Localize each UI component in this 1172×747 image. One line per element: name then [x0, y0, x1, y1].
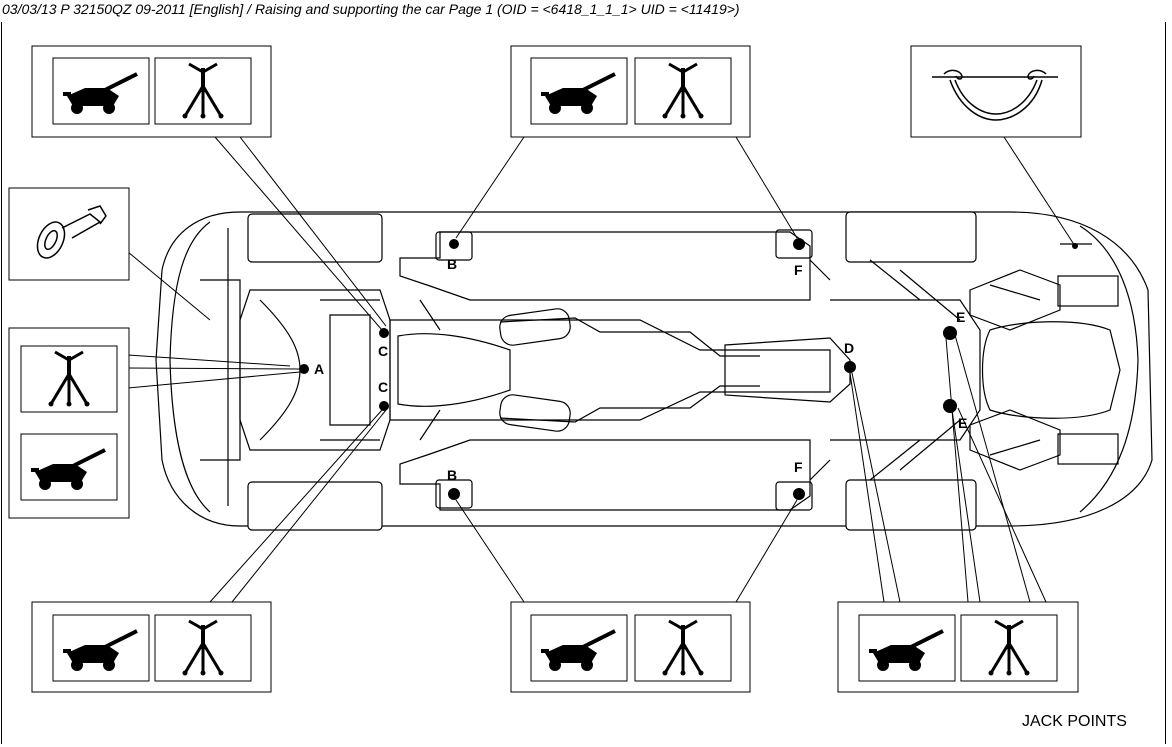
callout-box-b-f-lower [510, 601, 751, 693]
trolley-jack-icon [857, 613, 957, 683]
point-label-b-rear: B [447, 467, 457, 483]
trolley-jack-icon [51, 613, 151, 683]
axle-stand-icon [959, 613, 1059, 683]
jack-point-markers [299, 238, 1078, 500]
diagram-title: JACK POINTS [1022, 713, 1127, 730]
point-label-d: D [844, 340, 854, 356]
point-label-f-lower: F [794, 459, 803, 475]
point-label-c-upper: C [378, 343, 388, 359]
trolley-jack-icon [529, 613, 629, 683]
point-label-e-lower: E [958, 415, 967, 431]
trolley-jack-icon [19, 432, 119, 502]
callout-box-b-f-upper [510, 45, 751, 138]
point-label-c-lower: C [378, 379, 388, 395]
axle-stand-icon [633, 613, 733, 683]
callout-box-eye-bolt [8, 187, 130, 281]
callout-box-c [31, 45, 272, 138]
callout-lines [127, 136, 1076, 603]
axle-stand-icon [153, 56, 253, 126]
callout-box-clip [910, 45, 1082, 138]
point-label-b-front: B [447, 256, 457, 272]
car-underbody [155, 211, 1153, 531]
point-label-f-upper: F [794, 262, 803, 278]
callout-box-a [8, 327, 130, 519]
clip-icon [932, 69, 1058, 121]
axle-stand-icon [633, 56, 733, 126]
page-frame [1, 22, 1166, 744]
jack-point-labels: A C C B B F F D E E [314, 256, 967, 483]
towing-eye-icon [36, 205, 107, 259]
point-label-e-upper: E [956, 309, 965, 325]
point-label-a: A [314, 361, 324, 377]
axle-stand-icon [153, 613, 253, 683]
trolley-jack-icon [529, 56, 629, 126]
axle-stand-icon [19, 344, 119, 414]
callout-box-d-e [837, 601, 1079, 693]
trolley-jack-icon [51, 56, 151, 126]
page-header: 03/03/13 P 32150QZ 09-2011 [English] / R… [2, 1, 740, 17]
callout-box-c-lower [31, 601, 272, 693]
